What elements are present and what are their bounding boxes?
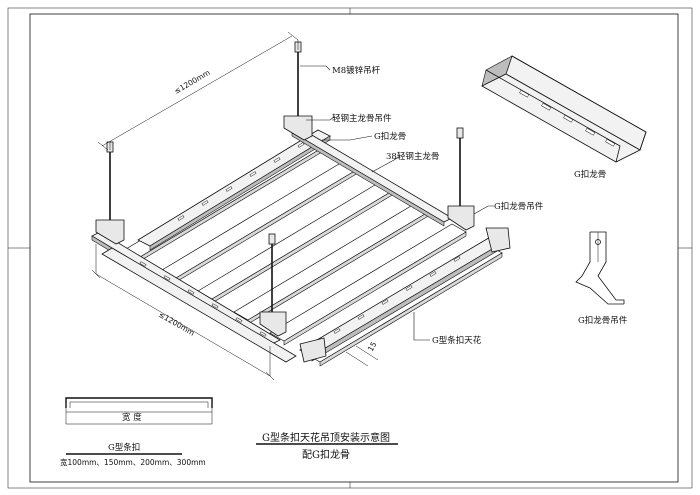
- main-keel-38-top: [291, 127, 453, 227]
- label-g-keel-detail: G扣龙骨: [574, 169, 606, 180]
- main-keel-hanger: [283, 115, 313, 141]
- strip-panel: [319, 252, 503, 367]
- label-g-strip-ceiling: G型条扣天花: [432, 335, 482, 346]
- strip-profile: 宽 度 G型条扣 宽100mm、150mm、200mm、300mm: [60, 397, 213, 467]
- main-keel-hanger: [95, 219, 125, 245]
- dimension-gap: 15: [345, 340, 379, 367]
- label-g-keel: G扣龙骨: [374, 131, 406, 142]
- profile-widths: 宽100mm、150mm、200mm、300mm: [60, 457, 206, 467]
- g-keel-hanger: [299, 337, 327, 363]
- label-g-keel-hanger: G扣龙骨吊件: [494, 201, 544, 212]
- main-keel-hanger: [447, 205, 475, 231]
- ceiling-assembly: [91, 41, 511, 367]
- dimension-gap-label: 15: [366, 340, 379, 353]
- title-block: G型条扣天花吊顶安装示意图 配G扣龙骨: [256, 431, 398, 461]
- main-keel-hanger: [259, 311, 287, 337]
- label-g-keel-hanger-detail: G扣龙骨吊件: [578, 315, 628, 326]
- label-main-keel-hanger: 轻钢主龙骨吊件: [332, 113, 392, 124]
- g-keel-hanger: [485, 227, 511, 253]
- dimension-bottom-label: ≤1200mm: [157, 310, 196, 338]
- label-main-keel-38: 38轻钢主龙骨: [386, 151, 439, 162]
- label-rod: M8镀锌吊杆: [332, 65, 381, 76]
- profile-caption: G型条扣: [108, 442, 140, 453]
- frame-ticks: [8, 8, 692, 488]
- callouts: M8镀锌吊杆 轻钢主龙骨吊件 G扣龙骨 38轻钢主龙骨 G扣龙骨吊件 G型条扣天…: [300, 65, 544, 346]
- g-keel-left: [101, 247, 297, 363]
- detail-g-keel-hanger: G扣龙骨吊件: [575, 231, 628, 326]
- dimension-top: ≤1200mm: [97, 31, 299, 151]
- hangers: [95, 115, 511, 363]
- detail-g-keel: G扣龙骨: [481, 55, 647, 180]
- dimension-top-label: ≤1200mm: [173, 68, 212, 96]
- diagram-subtitle: 配G扣龙骨: [302, 448, 350, 461]
- diagram-title: G型条扣天花吊顶安装示意图: [262, 431, 390, 444]
- profile-width-label: 宽 度: [122, 412, 142, 423]
- strip-panels: [125, 139, 503, 367]
- strip-panel: [283, 231, 467, 346]
- g-keel-back: [137, 129, 331, 251]
